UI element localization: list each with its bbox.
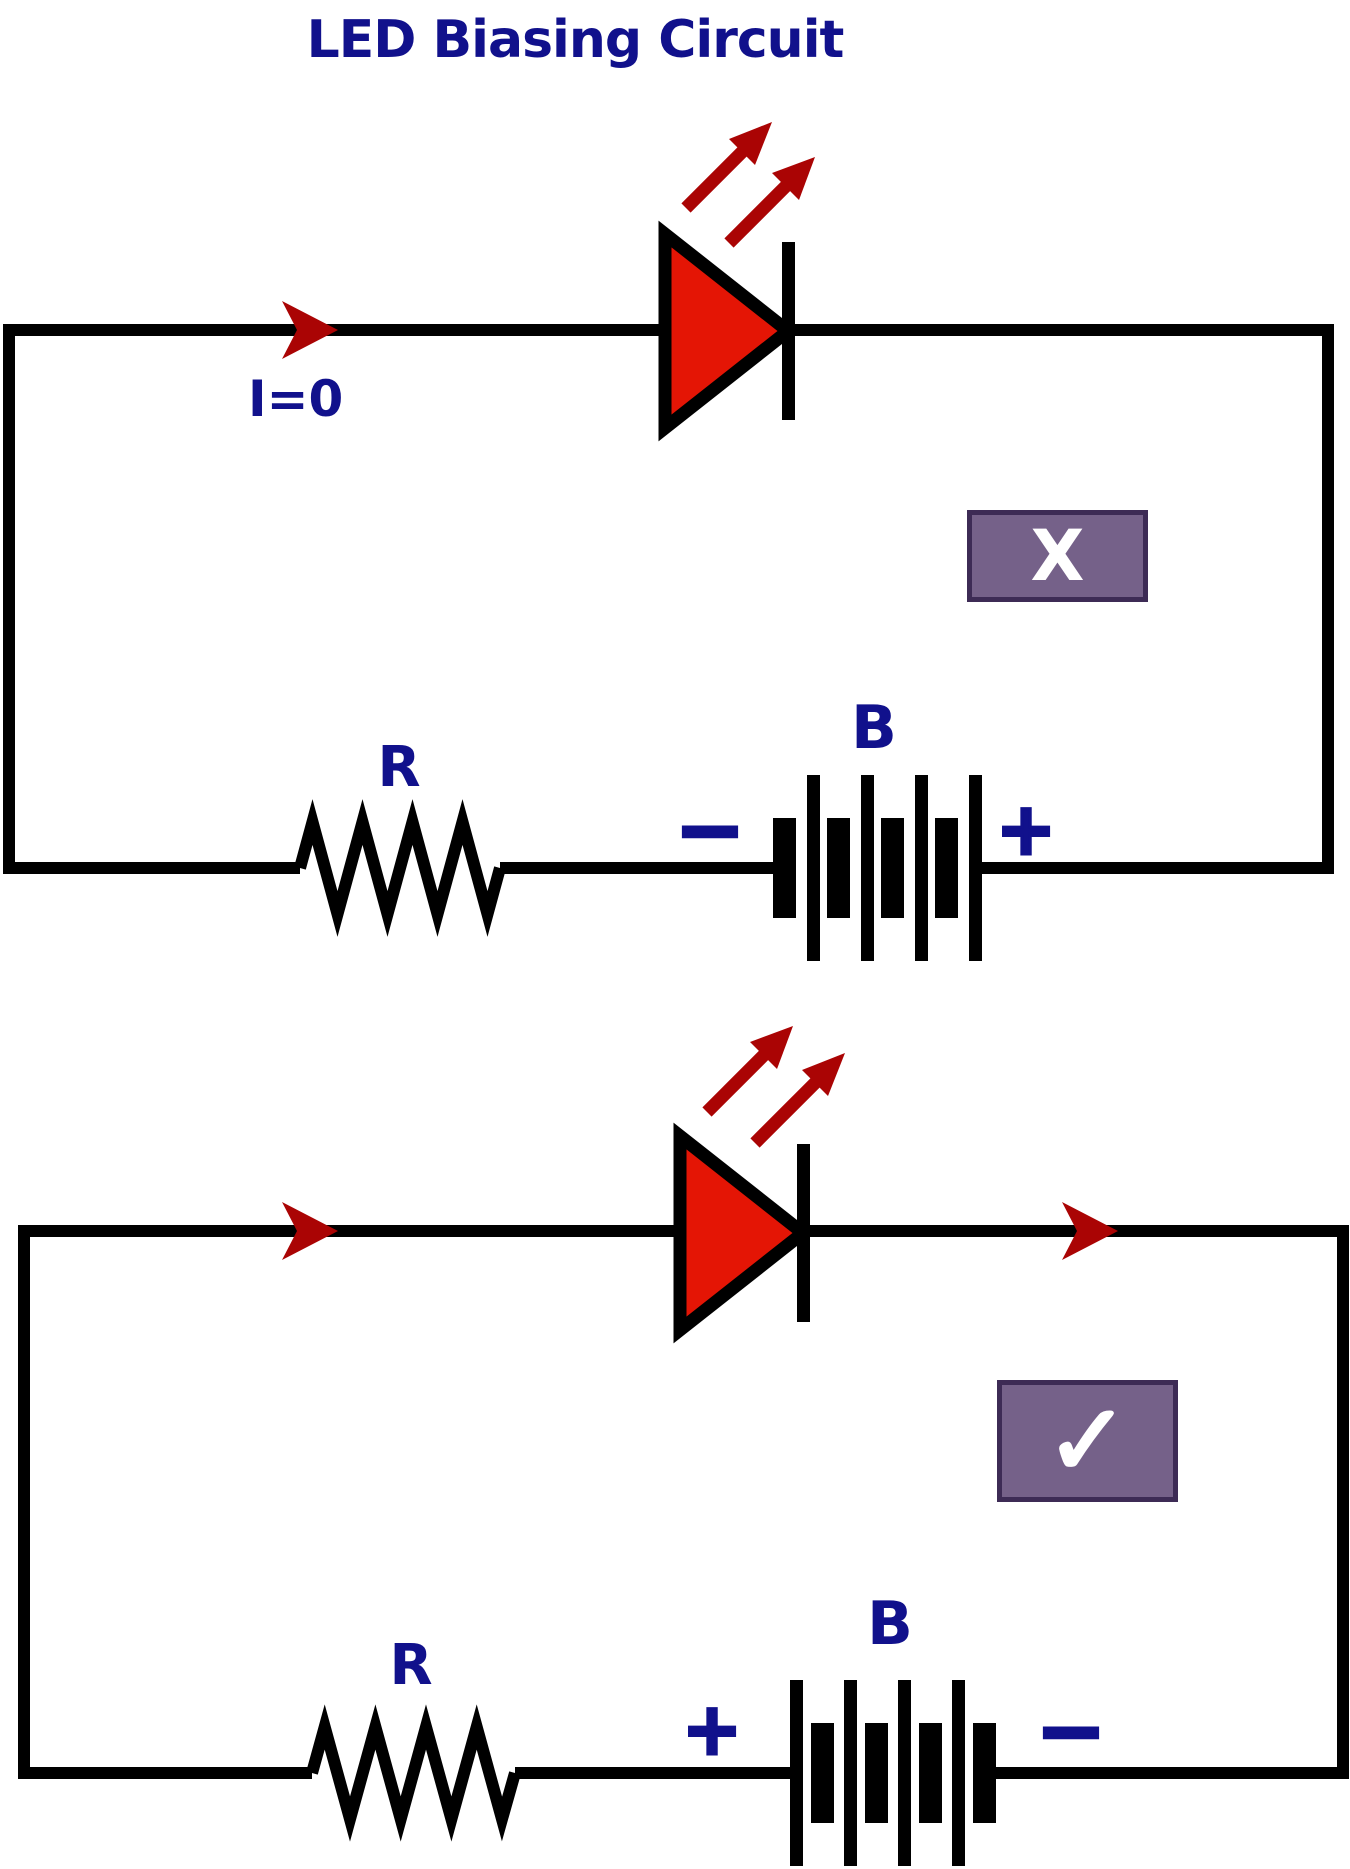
light-ray-shaft bbox=[750, 1077, 821, 1148]
current-arrow-icon bbox=[282, 1202, 338, 1260]
battery-plate-thick bbox=[935, 818, 958, 918]
led-symbol bbox=[658, 122, 815, 442]
current-label: I=0 bbox=[248, 370, 344, 428]
battery-symbol bbox=[773, 775, 982, 961]
battery-positive-terminal-label: + bbox=[994, 787, 1057, 871]
battery-plate-thick bbox=[811, 1723, 834, 1823]
led-triangle bbox=[658, 220, 799, 442]
battery-negative-terminal-label: − bbox=[1034, 1681, 1108, 1781]
battery-plate-thin bbox=[861, 775, 874, 961]
battery-symbol bbox=[790, 1680, 996, 1866]
battery-plate-thick bbox=[827, 818, 850, 918]
battery-plate-thin bbox=[807, 775, 820, 961]
battery-plate-thin bbox=[790, 1680, 803, 1866]
battery-plate-thick bbox=[973, 1723, 996, 1823]
led-triangle bbox=[673, 1122, 814, 1344]
light-ray-icon bbox=[702, 1026, 793, 1117]
led-symbol bbox=[673, 1026, 845, 1344]
battery-plate-thick bbox=[919, 1723, 942, 1823]
battery-plate-thick bbox=[773, 818, 796, 918]
battery-label: B bbox=[851, 693, 897, 763]
battery-label: B bbox=[867, 1589, 913, 1659]
light-ray-icon bbox=[750, 1053, 845, 1148]
resistor-zigzag bbox=[306, 1704, 521, 1842]
light-ray-head bbox=[802, 1053, 845, 1096]
current-arrow-icon bbox=[1062, 1202, 1118, 1260]
circuit-bottom bbox=[18, 1026, 1349, 1866]
light-ray-shaft bbox=[724, 177, 795, 248]
light-ray-head bbox=[750, 1026, 793, 1069]
light-ray-shaft bbox=[702, 1046, 773, 1117]
x-mark-icon: X bbox=[1030, 515, 1085, 597]
battery-plate-thin bbox=[952, 1680, 965, 1866]
led-cathode-bar bbox=[782, 242, 795, 420]
battery-plate-thin bbox=[898, 1680, 911, 1866]
light-ray-head bbox=[729, 122, 772, 165]
status-box-correct: ✓ bbox=[997, 1380, 1178, 1502]
battery-plate-thin bbox=[844, 1680, 857, 1866]
led-cathode-bar bbox=[797, 1144, 810, 1322]
diagram-title: LED Biasing Circuit bbox=[306, 10, 845, 70]
battery-plate-thin bbox=[969, 775, 982, 961]
light-ray-shaft bbox=[681, 142, 752, 213]
light-ray-icon bbox=[724, 157, 815, 248]
resistor-zigzag bbox=[294, 799, 506, 937]
resistor-label: R bbox=[377, 735, 421, 800]
check-mark-icon: ✓ bbox=[1044, 1382, 1131, 1499]
battery-positive-terminal-label: + bbox=[680, 1687, 743, 1771]
resistor-label: R bbox=[389, 1633, 433, 1698]
current-arrow-icon bbox=[282, 301, 338, 359]
light-ray-icon bbox=[681, 122, 772, 213]
battery-plate-thick bbox=[881, 818, 904, 918]
circuit-top bbox=[3, 122, 1334, 961]
battery-negative-terminal-label: − bbox=[673, 780, 747, 880]
light-ray-head bbox=[772, 157, 815, 200]
wire-loop bbox=[18, 1225, 1349, 1779]
battery-plate-thick bbox=[865, 1723, 888, 1823]
battery-plate-thin bbox=[915, 775, 928, 961]
status-box-wrong: X bbox=[967, 510, 1148, 602]
